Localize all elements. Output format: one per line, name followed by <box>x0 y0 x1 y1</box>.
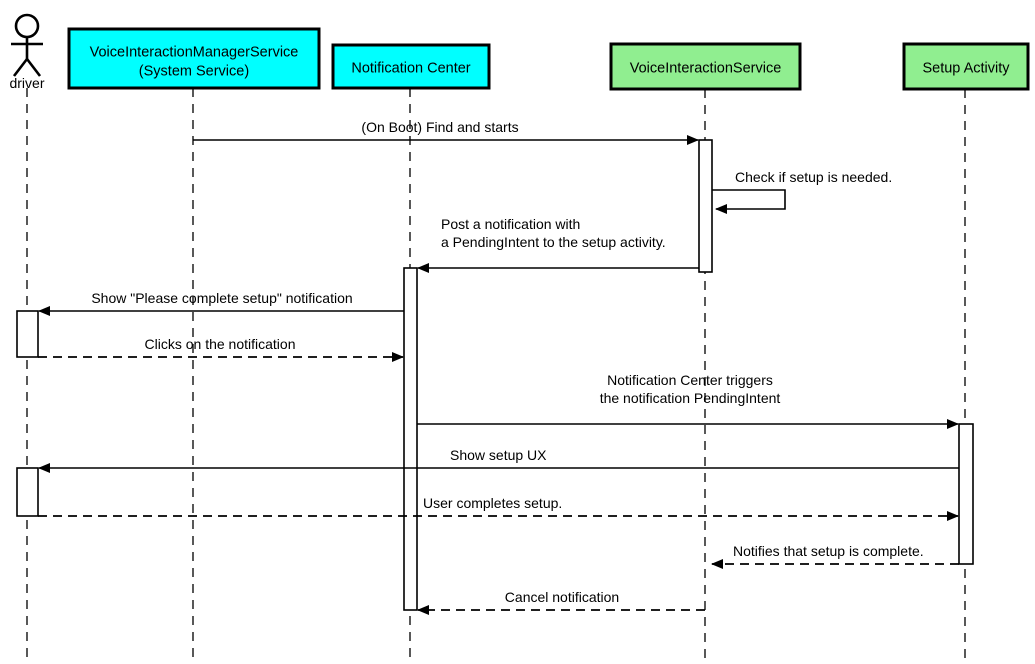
message-label-m1: (On Boot) Find and starts <box>361 119 518 135</box>
actor-label-driver: driver <box>9 75 44 91</box>
message-label-m6: Notification Center triggers <box>607 372 773 388</box>
message-m4[interactable]: Show "Please complete setup" notificatio… <box>38 290 404 316</box>
participant-sublabel-vims: (System Service) <box>139 64 249 80</box>
message-label-m10: Cancel notification <box>505 589 619 605</box>
message-label-m9: Notifies that setup is complete. <box>733 543 924 559</box>
message-m10[interactable]: Cancel notification <box>417 589 705 615</box>
activation-bar-notification_center <box>403 267 418 611</box>
participant-setup_activity[interactable]: Setup Activity <box>902 42 1030 91</box>
participant-label-setup_activity: Setup Activity <box>922 61 1010 77</box>
actor-head-icon <box>14 13 40 39</box>
participant-box-notification_center[interactable] <box>331 43 491 90</box>
message-label-m8: User completes setup. <box>423 495 562 511</box>
participant-label-vims: VoiceInteractionManagerService <box>90 45 299 61</box>
message-label-m3: a PendingIntent to the setup activity. <box>441 234 666 250</box>
message-m2[interactable]: Check if setup is needed. <box>712 169 892 214</box>
message-m6[interactable]: Notification Center triggers the notifica… <box>417 372 959 429</box>
message-m9[interactable]: Notifies that setup is complete. <box>711 543 959 569</box>
activation-bar-vis <box>698 139 713 273</box>
activation-bar-driver <box>16 310 39 358</box>
participant-label-notification_center: Notification Center <box>351 61 470 77</box>
participant-label-vis: VoiceInteractionService <box>630 61 782 77</box>
participant-vims[interactable]: VoiceInteractionManagerService (System Se… <box>67 27 321 90</box>
message-label-m6: the notification PendingIntent <box>600 390 781 406</box>
actor-leg-right-icon <box>25 58 42 77</box>
participant-box-vis[interactable] <box>609 42 802 91</box>
message-m5[interactable]: Clicks on the notification <box>38 336 404 362</box>
message-m8[interactable]: User completes setup. <box>38 495 959 521</box>
message-m7[interactable]: Show setup UX <box>38 447 959 473</box>
message-m1[interactable]: (On Boot) Find and starts <box>193 119 699 145</box>
activation-bar-setup_activity <box>958 423 974 565</box>
actor-leg-left-icon <box>12 58 29 77</box>
message-label-m2: Check if setup is needed. <box>735 169 892 185</box>
actor-driver[interactable]: driver <box>9 13 45 91</box>
message-arrow-m2 <box>712 189 786 214</box>
message-m3[interactable]: Post a notification with a PendingIntent … <box>417 216 699 273</box>
participant-box-setup_activity[interactable] <box>902 42 1030 91</box>
message-label-m5: Clicks on the notification <box>145 336 296 352</box>
activations-layer <box>16 139 974 611</box>
participant-boxes-layer: driver VoiceInteractionManagerService (Sys… <box>9 13 1030 91</box>
participant-box-vims[interactable] <box>67 27 321 90</box>
participant-notification_center[interactable]: Notification Center <box>331 43 491 90</box>
activation-bar-driver <box>16 467 39 517</box>
participant-vis[interactable]: VoiceInteractionService <box>609 42 802 91</box>
message-label-m4: Show "Please complete setup" notificatio… <box>91 290 352 306</box>
message-label-m7: Show setup UX <box>450 447 547 463</box>
message-label-m3: Post a notification with <box>441 216 580 232</box>
